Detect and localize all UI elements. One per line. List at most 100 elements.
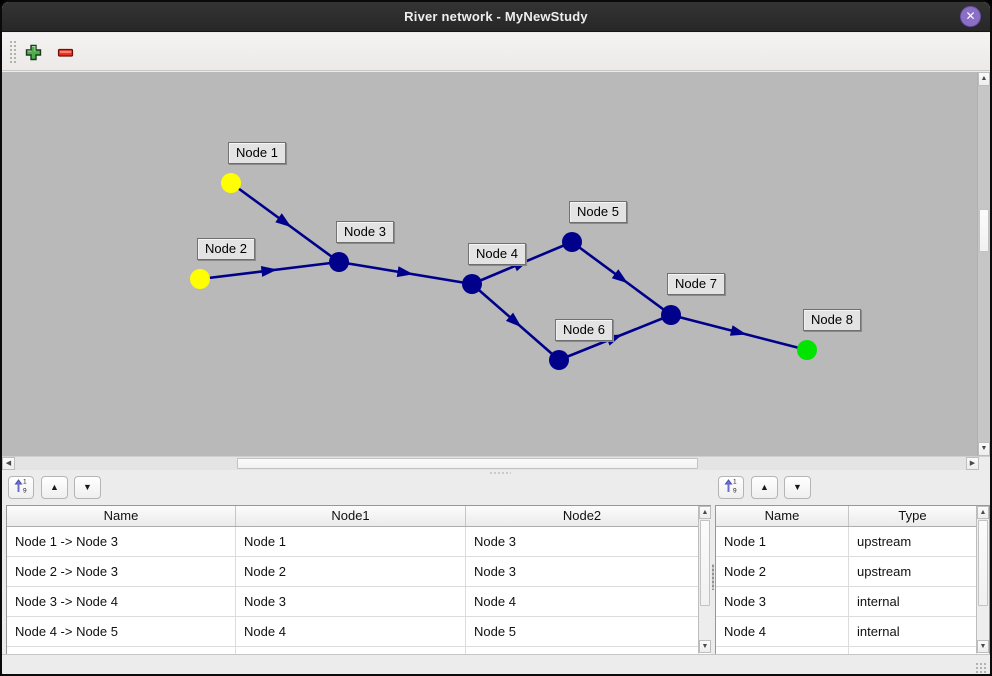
- node-label-node-5[interactable]: Node 5: [569, 201, 627, 223]
- nodes-column-header-type[interactable]: Type: [849, 506, 977, 526]
- nodes-column-header-name[interactable]: Name: [716, 506, 849, 526]
- links-column-header-node2[interactable]: Node2: [466, 506, 699, 526]
- nodes-move-up-button[interactable]: ▲: [751, 476, 778, 499]
- vertical-scroll-thumb[interactable]: [700, 520, 710, 606]
- links-cell[interactable]: Node 3: [236, 587, 466, 616]
- node-node-2[interactable]: [190, 269, 210, 289]
- links-table-scrollbar[interactable]: ▲ ▼: [698, 506, 711, 653]
- triangle-up-icon: ▲: [50, 482, 59, 492]
- nodes-cell[interactable]: Node 2: [716, 557, 849, 586]
- nodes-row-partial: [716, 647, 989, 654]
- links-cell[interactable]: Node 5: [466, 617, 699, 646]
- add-node-button[interactable]: [22, 42, 44, 62]
- links-cell[interactable]: Node 3: [466, 527, 699, 556]
- nodes-cell[interactable]: upstream: [849, 527, 977, 556]
- links-cell[interactable]: Node 4: [236, 617, 466, 646]
- links-cell[interactable]: Node 2: [236, 557, 466, 586]
- title-bar[interactable]: River network - MyNewStudy ✕: [2, 2, 990, 32]
- node-label-node-2[interactable]: Node 2: [197, 238, 255, 260]
- node-node-5[interactable]: [562, 232, 582, 252]
- nodes-table-scrollbar[interactable]: ▲ ▼: [976, 506, 989, 653]
- links-cell[interactable]: Node 4: [466, 587, 699, 616]
- scroll-down-button[interactable]: ▼: [699, 640, 711, 653]
- links-column-header-name[interactable]: Name: [7, 506, 236, 526]
- node-label-node-8[interactable]: Node 8: [803, 309, 861, 331]
- vertical-scroll-thumb[interactable]: [978, 520, 988, 606]
- nodes-sort-button[interactable]: 1 9: [718, 476, 744, 499]
- triangle-down-icon: ▼: [793, 482, 802, 492]
- toolbar-drag-handle[interactable]: [9, 40, 18, 64]
- node-node-6[interactable]: [549, 350, 569, 370]
- nodes-cell[interactable]: internal: [849, 617, 977, 646]
- scroll-down-button[interactable]: ▼: [977, 640, 989, 653]
- node-label-node-3[interactable]: Node 3: [336, 221, 394, 243]
- vertical-scroll-thumb[interactable]: [979, 209, 989, 252]
- links-cell[interactable]: Node 1: [236, 527, 466, 556]
- node-label-node-6[interactable]: Node 6: [555, 319, 613, 341]
- sort-ascending-icon: 1 9: [14, 479, 27, 495]
- nodes-cell[interactable]: internal: [849, 587, 977, 616]
- horizontal-scroll-thumb[interactable]: [237, 458, 698, 469]
- splitter-handle-icon: [489, 472, 511, 474]
- links-move-down-button[interactable]: ▼: [74, 476, 101, 499]
- scroll-up-button[interactable]: ▲: [978, 72, 990, 86]
- sort-ascending-icon: 1 9: [724, 479, 737, 495]
- vertical-splitter[interactable]: [711, 474, 715, 654]
- links-cell[interactable]: Node 2 -> Node 3: [7, 557, 236, 586]
- nodes-cell[interactable]: Node 3: [716, 587, 849, 616]
- node-node-8[interactable]: [797, 340, 817, 360]
- arrow-down-icon: ▼: [701, 643, 709, 650]
- canvas-vertical-scrollbar[interactable]: ▲ ▼: [977, 72, 990, 456]
- close-button[interactable]: ✕: [960, 6, 981, 27]
- window-title: River network - MyNewStudy: [404, 9, 588, 24]
- links-sort-button[interactable]: 1 9: [8, 476, 34, 499]
- scroll-left-button[interactable]: ◀: [2, 457, 15, 470]
- links-cell[interactable]: Node 3: [466, 557, 699, 586]
- main-toolbar: [2, 33, 990, 71]
- resize-grip-icon[interactable]: [975, 662, 986, 673]
- node-node-3[interactable]: [329, 252, 349, 272]
- node-label-node-7[interactable]: Node 7: [667, 273, 725, 295]
- node-label-node-4[interactable]: Node 4: [468, 243, 526, 265]
- node-node-1[interactable]: [221, 173, 241, 193]
- network-canvas[interactable]: Node 1 Node 2 Node 3 Node 4 Node 5 Node 6 Node…: [2, 72, 980, 456]
- links-cell[interactable]: Node 4 -> Node 5: [7, 617, 236, 646]
- node-node-7[interactable]: [661, 305, 681, 325]
- node-label-node-1[interactable]: Node 1: [228, 142, 286, 164]
- scroll-down-button[interactable]: ▼: [978, 442, 990, 456]
- nodes-move-down-button[interactable]: ▼: [784, 476, 811, 499]
- nodes-cell[interactable]: Node 1: [716, 527, 849, 556]
- scroll-up-button[interactable]: ▲: [699, 506, 711, 519]
- scroll-up-button[interactable]: ▲: [977, 506, 989, 519]
- horizontal-splitter[interactable]: [2, 470, 990, 475]
- links-column-header-node1[interactable]: Node1: [236, 506, 466, 526]
- links-cell-empty: [236, 647, 466, 654]
- plus-icon: [25, 44, 41, 60]
- arrow-up-icon: ▲: [980, 75, 988, 82]
- links-cell[interactable]: Node 1 -> Node 3: [7, 527, 236, 556]
- links-cell[interactable]: Node 3 -> Node 4: [7, 587, 236, 616]
- status-bar: [2, 654, 990, 674]
- scroll-right-button[interactable]: ▶: [966, 457, 979, 470]
- edge-arrow-icon: [275, 213, 292, 228]
- links-move-up-button[interactable]: ▲: [41, 476, 68, 499]
- node-node-4[interactable]: [462, 274, 482, 294]
- nodes-cell[interactable]: Node 4: [716, 617, 849, 646]
- triangle-down-icon: ▼: [83, 482, 92, 492]
- remove-node-button[interactable]: [54, 42, 76, 62]
- canvas-horizontal-scrollbar[interactable]: ◀ ▶: [2, 456, 979, 470]
- nodes-cell[interactable]: upstream: [849, 557, 977, 586]
